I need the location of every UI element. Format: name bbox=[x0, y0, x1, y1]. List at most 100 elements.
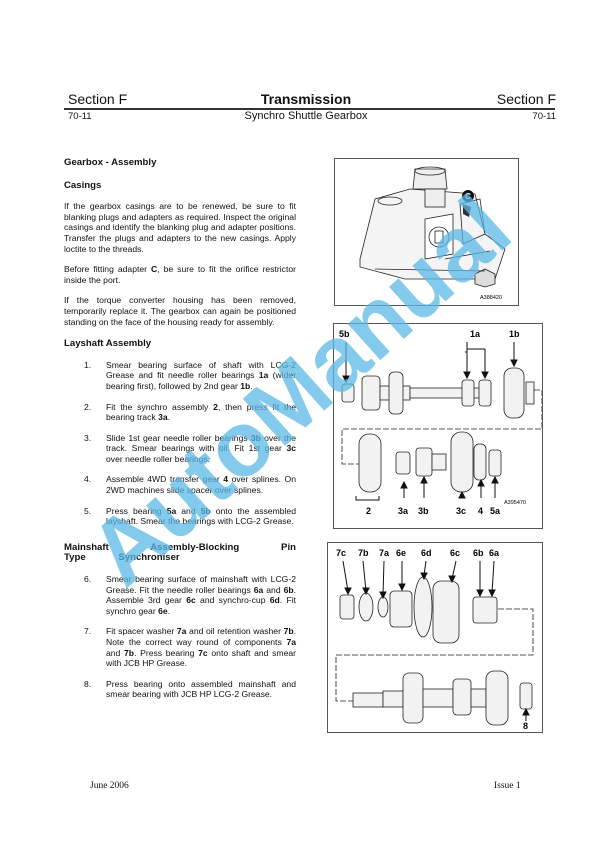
mainshaft-steps: 6. Smear bearing surface of mainshaft wit… bbox=[64, 574, 296, 700]
text-run: Press bearing onto assembled mainshaft a… bbox=[106, 678, 296, 700]
text-run: Press bearing bbox=[106, 505, 167, 516]
part-reference: 6d bbox=[269, 595, 280, 606]
page-number-right: 70-11 bbox=[532, 111, 556, 122]
label-6a: 6a bbox=[489, 548, 500, 558]
header-rule bbox=[64, 108, 555, 110]
label-4: 4 bbox=[478, 506, 483, 516]
label-6c: 6c bbox=[450, 548, 460, 558]
text-run: . bbox=[167, 412, 171, 423]
step-item: 7.Fit spacer washer 7a and oil retention… bbox=[64, 626, 296, 668]
label-5a: 5a bbox=[490, 506, 501, 516]
part-reference: 6e bbox=[158, 605, 168, 616]
text-run: (wider bearing first), followed by 2nd g… bbox=[106, 370, 296, 391]
step-item: 6. Smear bearing surface of mainshaft wit… bbox=[64, 574, 296, 616]
text-run: over splines. On 2WD machines slide spac… bbox=[106, 474, 296, 496]
part-reference: 4 bbox=[223, 474, 229, 485]
step-item: 1. Smear bearing surface of shaft with LC… bbox=[64, 360, 296, 392]
figure-code: A395470 bbox=[504, 500, 526, 506]
page-number-left: 70-11 bbox=[68, 111, 92, 122]
part-reference: 7b bbox=[124, 647, 135, 658]
part-reference: 1a bbox=[258, 370, 269, 381]
casing-drawing: C A388420 bbox=[359, 166, 506, 301]
casings-heading: Casings bbox=[64, 179, 102, 191]
text-run: . Fit synchro gear bbox=[106, 595, 297, 616]
layshaft-heading: Layshaft Assembly bbox=[64, 338, 152, 350]
label-3b: 3b bbox=[418, 506, 429, 516]
part-reference: 3c bbox=[286, 443, 296, 454]
text-run: Slide 1st gear needle roller bearings bbox=[106, 432, 251, 443]
text-run: Before fitting adapter bbox=[64, 264, 151, 275]
text-run: If the torque converter housing has been… bbox=[64, 295, 296, 327]
part-reference: 5a bbox=[166, 505, 177, 516]
part-reference: C bbox=[151, 264, 158, 275]
part-reference: 7a bbox=[286, 637, 296, 647]
text-run: Smear bearing surface of shaft with LCG-… bbox=[106, 359, 296, 381]
label-7b: 7b bbox=[358, 548, 369, 558]
part-reference: 3a bbox=[158, 412, 168, 423]
label-7a: 7a bbox=[379, 548, 390, 558]
part-reference: 7a bbox=[176, 626, 187, 637]
footer-issue: Issue 1 bbox=[494, 781, 521, 791]
label-6d: 6d bbox=[421, 548, 432, 558]
part-reference: 6c bbox=[186, 595, 196, 606]
text-run: and bbox=[263, 584, 284, 595]
label-8: 8 bbox=[523, 721, 528, 731]
text-run: Fit spacer washer bbox=[106, 626, 177, 637]
part-reference: 7b bbox=[283, 626, 294, 637]
part-reference: 5b bbox=[200, 505, 211, 516]
text-run: . Press bearing bbox=[134, 647, 199, 658]
step-number: 3. bbox=[84, 432, 92, 443]
text-run: and synchro-cup bbox=[195, 595, 270, 606]
part-reference: 7c bbox=[198, 647, 208, 658]
text-run: onto the assembled layshaft. Smear the b… bbox=[106, 505, 296, 527]
text-run: and bbox=[176, 505, 201, 516]
text-run: Smear bearing surface of mainshaft with … bbox=[106, 574, 296, 595]
text-column: Gearbox - Assembly Casings If the gearbo… bbox=[64, 157, 296, 700]
step-item: 8. Press bearing onto assembled mainshaft… bbox=[64, 679, 296, 700]
label-3a: 3a bbox=[398, 506, 409, 516]
part-reference: 1b bbox=[240, 380, 251, 391]
step-number: 4. bbox=[84, 474, 92, 485]
text-run: . Note the correct way round of componen… bbox=[106, 626, 296, 647]
paragraph: If the gearbox casings are to be renewed… bbox=[64, 201, 296, 254]
label-5b: 5b bbox=[339, 329, 350, 339]
step-number: 7. bbox=[84, 626, 92, 637]
figure-gearbox-casing: C A388420 bbox=[334, 158, 519, 306]
step-item: 4. Assemble 4WD transfer gear 4 over spli… bbox=[64, 474, 296, 495]
main-heading: Gearbox - Assembly bbox=[64, 157, 157, 168]
callout-c: C bbox=[465, 192, 471, 201]
section-label-right: Section F bbox=[496, 91, 556, 107]
text-run: and bbox=[106, 647, 125, 658]
text-run: onto shaft and smear with JCB HP Grease. bbox=[106, 647, 297, 669]
text-run: , be sure to fit the orifice restrictor … bbox=[64, 264, 296, 285]
label-1a: 1a bbox=[470, 329, 481, 339]
paragraph: Before fitting adapter C, be sure to fit… bbox=[64, 264, 296, 285]
text-run: , then press fit the bearing track bbox=[106, 401, 296, 423]
figure-mainshaft-exploded: 7c 7b 7a 6e 6d 6c 6b 6a 8 bbox=[327, 542, 543, 733]
figure-code: A388420 bbox=[480, 295, 502, 301]
step-number: 1. bbox=[84, 359, 92, 370]
step-number: 5. bbox=[84, 505, 92, 516]
step-item: 2.Fit the synchro assembly 2, then press… bbox=[64, 402, 296, 423]
part-reference: 2 bbox=[213, 401, 218, 412]
label-7c: 7c bbox=[336, 548, 346, 558]
casings-text: If the gearbox casings are to be renewed… bbox=[64, 201, 296, 327]
layshaft-drawing: 5b 1a 1b 2 3a 3b 3c 4 5a A395470 bbox=[339, 329, 542, 516]
text-run: Assemble 4WD transfer gear bbox=[106, 474, 224, 485]
text-run: over the track. Smear bearings with oil.… bbox=[106, 432, 296, 454]
label-2: 2 bbox=[366, 506, 371, 516]
label-6e: 6e bbox=[396, 548, 406, 558]
text-run: Fit the synchro assembly bbox=[106, 401, 214, 412]
figure-layshaft-exploded: 5b 1a 1b 2 3a 3b 3c 4 5a A395470 bbox=[333, 323, 543, 529]
part-reference: 6b bbox=[283, 584, 294, 595]
mainshaft-heading: Mainshaft Assembly-Blocking Pin Type Syn… bbox=[64, 541, 296, 564]
callout-c-marker bbox=[462, 190, 474, 202]
step-number: 8. bbox=[84, 678, 92, 689]
layshaft-steps: 1. Smear bearing surface of shaft with LC… bbox=[64, 360, 296, 527]
text-run: . bbox=[167, 605, 171, 616]
step-number: 6. bbox=[84, 574, 92, 585]
part-reference: 6a bbox=[253, 584, 264, 595]
page-title: Transmission bbox=[260, 91, 352, 107]
mainshaft-drawing: 7c 7b 7a 6e 6d 6c 6b 6a 8 bbox=[335, 548, 534, 731]
label-1b: 1b bbox=[509, 329, 520, 339]
